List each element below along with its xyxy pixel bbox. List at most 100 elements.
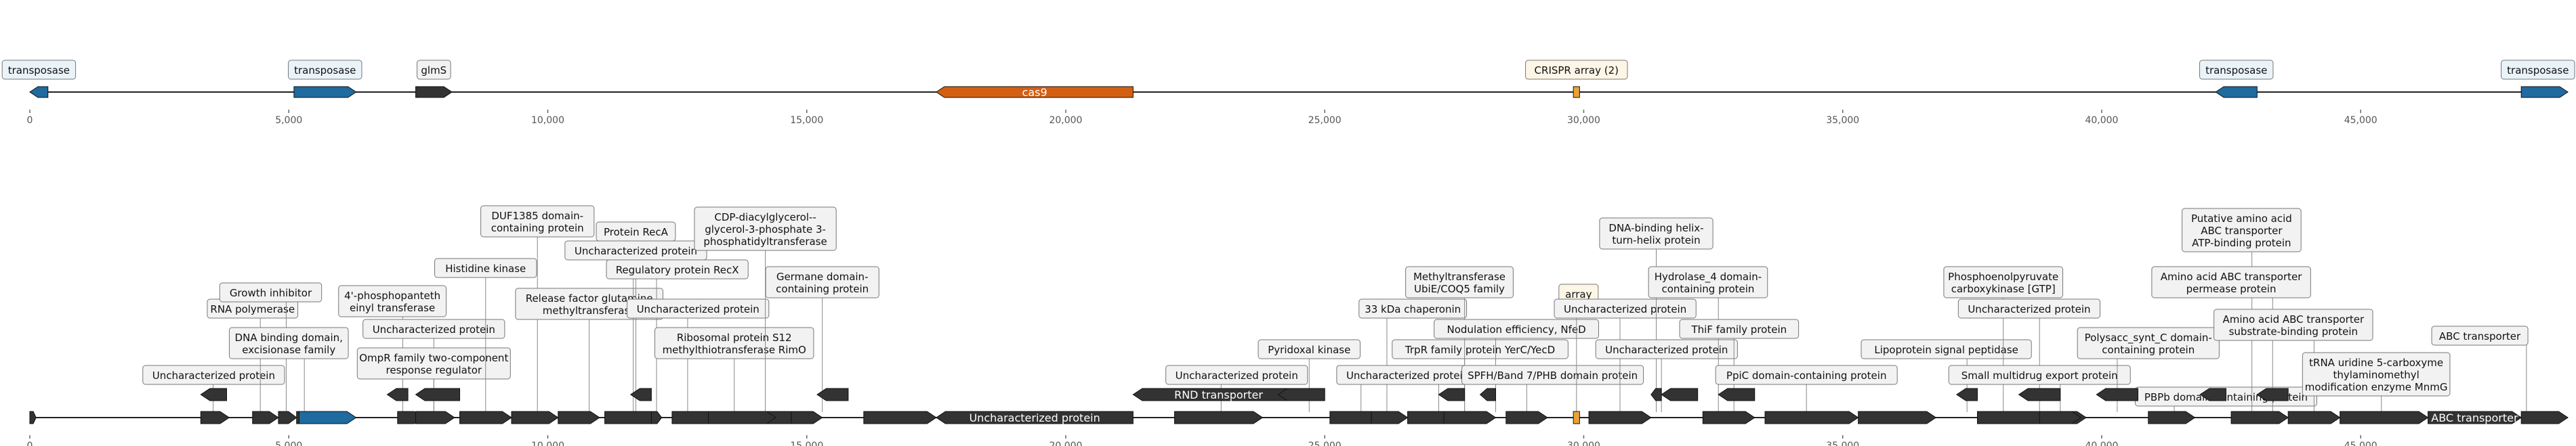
feature-label-text: Uncharacterized protein — [1605, 344, 1728, 356]
feature-label-text: 33 kDa chaperonin — [1365, 303, 1461, 315]
feature-label-box — [2501, 60, 2575, 80]
feature-label-text: turn-helix protein — [1612, 234, 1700, 246]
feature-label-box — [219, 282, 323, 303]
axis-tick-label: 35,000 — [1826, 441, 1859, 446]
gene-feature — [2428, 411, 2522, 424]
feature-label-text: DUF1385 domain- — [491, 210, 583, 222]
feature-label-text: transposase — [294, 64, 356, 76]
feature-inline-label: RND transporter — [1174, 388, 1263, 401]
feature-label-text: CRISPR array (2) — [1535, 64, 1619, 76]
feature-label-text: Amino acid ABC transporter — [2161, 271, 2302, 283]
cas9-feature — [935, 86, 1134, 98]
gene-feature — [2230, 411, 2289, 424]
gene-feature — [1858, 411, 1937, 424]
feature-label-text: array — [1565, 288, 1592, 300]
gene-feature — [1702, 411, 1756, 424]
feature-label-text: UbiE/COQ5 family — [1414, 283, 1505, 295]
feature-inline-label: cas9 — [1022, 86, 1047, 99]
axis-tick-label: 45,000 — [2344, 441, 2377, 446]
feature-label-text: DNA binding domain, — [235, 332, 343, 344]
feature-label-text: CDP-diacylglycerol-- — [714, 211, 816, 223]
feature-label-box — [288, 60, 362, 80]
feature-label-text: PpiC domain-containing protein — [1726, 370, 1887, 382]
feature-label-box — [1358, 298, 1468, 319]
gene-feature — [935, 411, 1134, 424]
feature-label-text: containing protein — [776, 283, 869, 295]
axis-tick-label: 15,000 — [790, 441, 823, 446]
gene-feature — [386, 388, 409, 401]
gene-feature — [2520, 411, 2569, 424]
feature-label-box — [694, 206, 837, 251]
feature-label-box — [1405, 266, 1514, 298]
feature-label-text: methyltransferase — [543, 305, 636, 317]
feature-label-box — [2302, 352, 2451, 397]
gene-feature — [2148, 411, 2196, 424]
axis-tick-label: 25,000 — [1308, 441, 1342, 446]
feature-label-box — [1679, 319, 1800, 339]
feature-label-text: Regulatory protein RecX — [616, 264, 739, 276]
axis-tick-label: 30,000 — [1567, 441, 1600, 446]
gene-feature — [2199, 388, 2226, 401]
feature-label-box — [1258, 339, 1360, 359]
gene-feature — [1588, 411, 1652, 424]
gene-feature — [1277, 388, 1325, 401]
feature-label-box — [417, 60, 451, 80]
feature-label-box — [655, 327, 814, 359]
feature-label-box — [1434, 319, 1599, 339]
feature-label-box — [1392, 339, 1569, 359]
feature-label-text: Uncharacterized protein — [1176, 370, 1298, 382]
feature-label-text: Ribosomal protein S12 — [677, 332, 792, 344]
feature-label-text: Germane domain- — [776, 271, 869, 283]
feature-label-text: Methyltransferase — [1413, 271, 1505, 283]
feature-label-text: Pyridoxal kinase — [1268, 344, 1350, 356]
feature-label-box — [362, 319, 505, 339]
gene-feature — [252, 411, 279, 424]
feature-label-box — [2199, 60, 2274, 80]
feature-label-text: Amino acid ABC transporter — [2223, 313, 2365, 326]
feature-label-text: TrpR family protein YerC/YecD — [1405, 344, 1555, 356]
feature-label-text: Growth inhibitor — [230, 287, 312, 299]
feature-label-box — [1461, 365, 1644, 385]
feature-label-text: ATP-binding protein — [2192, 237, 2291, 249]
transposase-feature — [299, 411, 357, 424]
axis-tick-label: 10,000 — [531, 441, 564, 446]
gene-feature — [278, 411, 297, 424]
feature-label-box — [338, 285, 447, 317]
gene-feature — [791, 411, 823, 424]
feature-label-text: OmpR family two-component — [359, 352, 508, 364]
feature-label-text: Uncharacterized protein — [1564, 303, 1686, 315]
feature-label-box — [434, 258, 537, 278]
gene-feature — [2287, 411, 2341, 424]
gene-feature — [707, 411, 776, 424]
gene-feature — [1661, 388, 1699, 401]
axis-tick-label: 5,000 — [275, 441, 302, 446]
feature-label-text: Polysacc_synt_C domain- — [2085, 332, 2212, 344]
feature-label-box — [142, 365, 285, 385]
feature-label-text: Uncharacterized protein — [1346, 370, 1469, 382]
feature-label-box — [1, 60, 77, 80]
feature-label-text: ThiF family protein — [1691, 324, 1787, 336]
axis-tick-label: 20,000 — [1049, 441, 1082, 446]
feature-label-box — [1715, 365, 1898, 385]
feature-label-text: ABC transporter — [2439, 330, 2521, 342]
feature-inline-label: ABC transporter — [2431, 411, 2518, 424]
axis-tick-label: 10,000 — [531, 115, 564, 126]
gene-feature — [1174, 411, 1264, 424]
feature-label-box — [606, 259, 749, 280]
gene-feature — [200, 411, 230, 424]
feature-label-box — [1957, 298, 2101, 319]
feature-label-text: Putative amino acid — [2191, 213, 2292, 225]
feature-label-text: Release factor glutamine — [526, 292, 653, 305]
feature-inline-label: Uncharacterized protein — [969, 411, 1100, 424]
axis-tick-label: 25,000 — [1308, 115, 1342, 126]
feature-label-text: transposase — [2507, 64, 2569, 76]
feature-label-text: glycerol-3-phosphate 3- — [705, 223, 826, 236]
gene-feature — [816, 388, 849, 401]
feature-label-text: containing protein — [491, 222, 584, 234]
feature-label-box — [2077, 327, 2220, 359]
axis-tick-label: 40,000 — [2085, 115, 2118, 126]
gene-feature — [2039, 411, 2082, 424]
gene-feature — [1438, 388, 1466, 401]
feature-label-box — [627, 298, 770, 319]
feature-label-text: Histidine kinase — [445, 263, 526, 275]
